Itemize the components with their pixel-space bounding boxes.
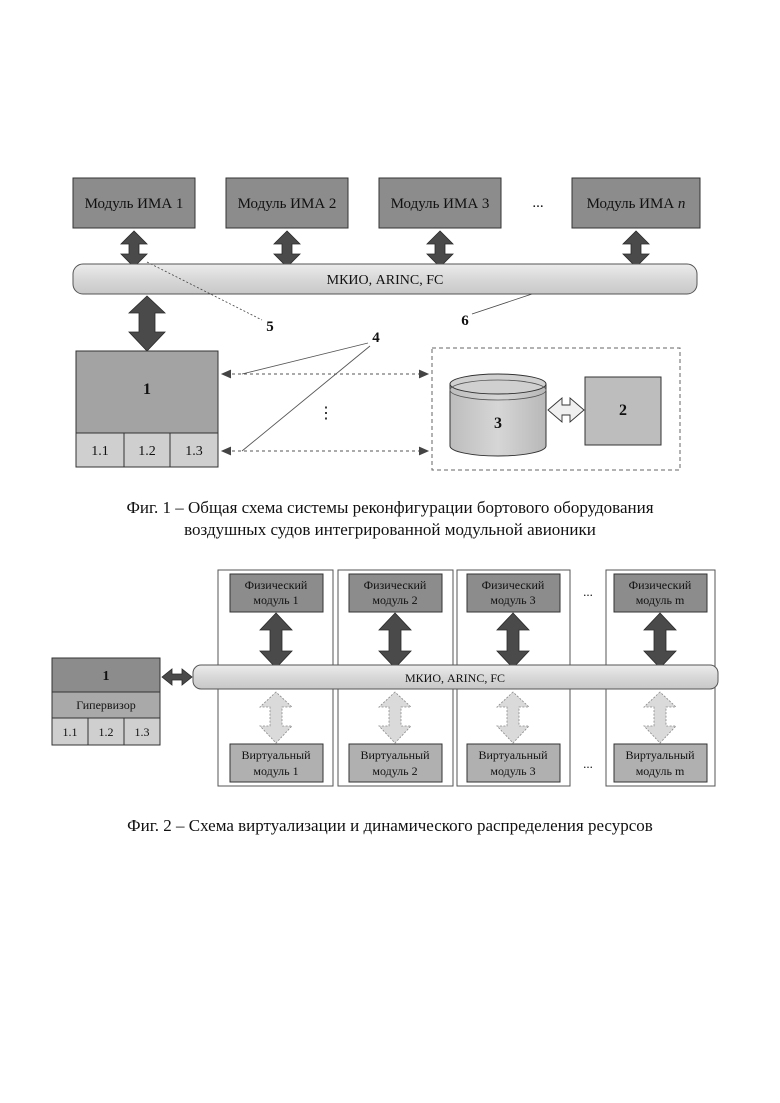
callout-6-leader [472, 294, 532, 314]
ima-module-3-label: Модуль ИМА 3 [391, 196, 490, 212]
physical-module-1-line1: Физический [245, 578, 308, 592]
block-2-label: 2 [619, 402, 627, 419]
storage-cylinder: 3 [450, 374, 546, 456]
double-arrow-icon [260, 692, 292, 743]
virtual-module-2-line1: Виртуальный [361, 748, 431, 762]
double-arrow-icon [644, 692, 676, 743]
callout-4: 4 [372, 330, 380, 346]
double-arrow-icon [497, 613, 529, 668]
physical-module-1: Физический модуль 1 [230, 574, 323, 612]
physical-module-1-line2: модуль 1 [253, 593, 298, 607]
block-1-cell-1: 1.1 [91, 444, 109, 459]
fig2-physical-ellipsis: ... [583, 584, 593, 599]
double-arrow-icon [162, 669, 192, 685]
ima-module-1-label: Модуль ИМА 1 [85, 196, 184, 212]
hypervisor-block: 1 Гипервизор 1.1 1.2 1.3 [52, 658, 160, 745]
fig1-block-1: 1 1.1 1.2 1.3 [76, 351, 218, 467]
physical-module-m-line2: модуль m [636, 593, 685, 607]
double-arrow-icon [129, 296, 165, 351]
virtual-module-3: Виртуальный модуль 3 [467, 744, 560, 782]
physical-module-3-line1: Физический [482, 578, 545, 592]
ima-module-1: Модуль ИМА 1 [73, 178, 195, 228]
block-1-cell-2: 1.2 [138, 444, 156, 459]
fig1-caption-line-2: воздушных судов интегрированной модульно… [0, 518, 780, 541]
hypervisor-cell-1: 1.1 [63, 725, 78, 739]
fig2-virtual-ellipsis: ... [583, 756, 593, 771]
hypervisor-label: Гипервизор [76, 698, 135, 712]
storage-label: 3 [494, 415, 502, 432]
double-arrow-icon [274, 231, 300, 267]
block-1-label: 1 [143, 381, 151, 398]
block-1-cell-3: 1.3 [185, 444, 203, 459]
virtual-module-3-line1: Виртуальный [479, 748, 549, 762]
double-arrow-icon [260, 613, 292, 668]
physical-module-3: Физический модуль 3 [467, 574, 560, 612]
physical-module-m-line1: Физический [629, 578, 692, 592]
fig1: Модуль ИМА 1 Модуль ИМА 2 Модуль ИМА 3 .… [73, 178, 700, 470]
fig2-virtual-arrows [260, 692, 676, 743]
hypervisor-cell-2: 1.2 [99, 725, 114, 739]
physical-module-m: Физический модуль m [614, 574, 707, 612]
hypervisor-cell-3: 1.3 [135, 725, 150, 739]
fig1-caption-line-1: Фиг. 1 – Общая схема системы реконфигура… [0, 496, 780, 519]
double-arrow-icon [379, 613, 411, 668]
fig1-modules-ellipsis: ... [532, 195, 543, 211]
fig1-module-arrows [121, 231, 649, 267]
double-arrow-icon [497, 692, 529, 743]
virtual-module-1: Виртуальный модуль 1 [230, 744, 323, 782]
fig2-physical-arrows [260, 613, 676, 668]
double-arrow-icon [548, 398, 584, 422]
fig2-bus-label: МКИО, ARINC, FC [405, 671, 505, 685]
fig1-vdots: ⋮ [318, 405, 334, 422]
physical-module-2-line1: Физический [364, 578, 427, 592]
virtual-module-m-line2: модуль m [636, 764, 685, 778]
ima-module-n: Модуль ИМА n [572, 178, 700, 228]
double-arrow-icon [623, 231, 649, 267]
ima-module-3: Модуль ИМА 3 [379, 178, 501, 228]
double-arrow-icon [121, 231, 147, 267]
physical-module-3-line2: модуль 3 [490, 593, 535, 607]
ima-module-2: Модуль ИМА 2 [226, 178, 348, 228]
virtual-module-2-line2: модуль 2 [372, 764, 417, 778]
virtual-module-2: Виртуальный модуль 2 [349, 744, 442, 782]
double-arrow-icon [379, 692, 411, 743]
virtual-module-1-line1: Виртуальный [242, 748, 312, 762]
fig1-link-arrows [222, 343, 428, 455]
fig1-bus-label: МКИО, ARINC, FC [327, 273, 444, 288]
physical-module-2-line2: модуль 2 [372, 593, 417, 607]
ima-module-n-label: Модуль ИМА n [587, 196, 686, 212]
virtual-module-3-line2: модуль 3 [490, 764, 535, 778]
virtual-module-m: Виртуальный модуль m [614, 744, 707, 782]
double-arrow-icon [644, 613, 676, 668]
hypervisor-num: 1 [103, 669, 110, 684]
ima-module-2-label: Модуль ИМА 2 [238, 196, 337, 212]
virtual-module-m-line1: Виртуальный [626, 748, 696, 762]
double-arrow-icon [427, 231, 453, 267]
callout-6: 6 [461, 313, 469, 329]
fig2: Физический модуль 1 Физический модуль 2 … [52, 570, 718, 786]
physical-module-2: Физический модуль 2 [349, 574, 442, 612]
virtual-module-1-line2: модуль 1 [253, 764, 298, 778]
callout-5: 5 [266, 319, 274, 335]
fig2-caption: Фиг. 2 – Схема виртуализации и динамичес… [0, 814, 780, 837]
